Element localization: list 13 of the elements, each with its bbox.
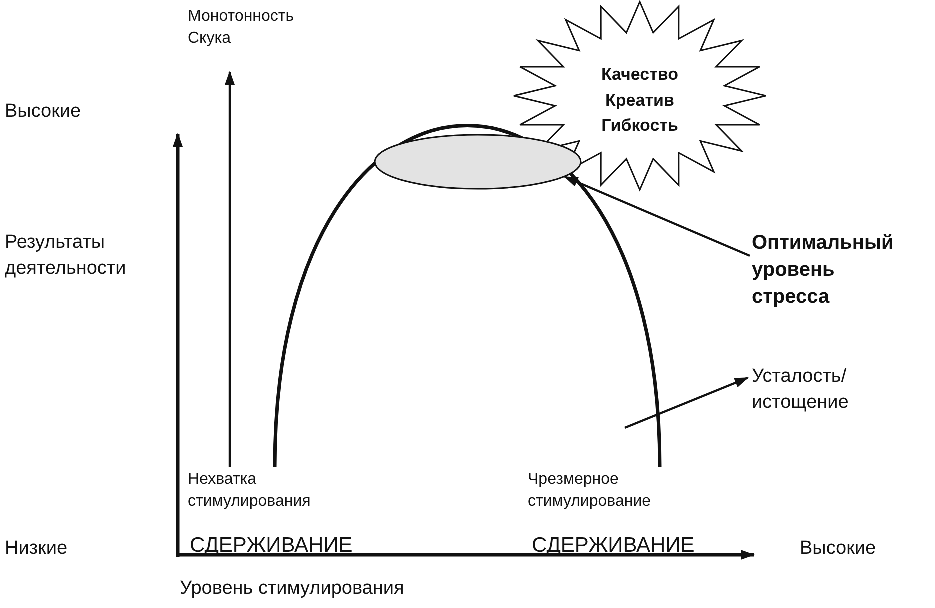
axis-label: Высокие [5, 100, 82, 124]
axis-label: Низкие [5, 537, 68, 561]
axis-title: Уровень стимулирования [180, 577, 404, 601]
label-text: Оптимальный уровень стресса [752, 231, 895, 310]
axis-label: Высокие [800, 537, 876, 561]
label-text: Нехватка стимулирования [188, 470, 312, 512]
label-text: Усталость/ истощение [752, 365, 850, 415]
axis-title: Результаты деятельности [5, 231, 128, 281]
label-text: СДЕРЖИВАНИЕ [532, 533, 695, 559]
label-text: СДЕРЖИВАНИЕ [190, 533, 353, 559]
label-text: Монотонность Скука [188, 7, 296, 49]
star-text: Качество Креатив Гибкость [600, 64, 680, 137]
label-text: Чрезмерное стимулирование [528, 470, 652, 512]
